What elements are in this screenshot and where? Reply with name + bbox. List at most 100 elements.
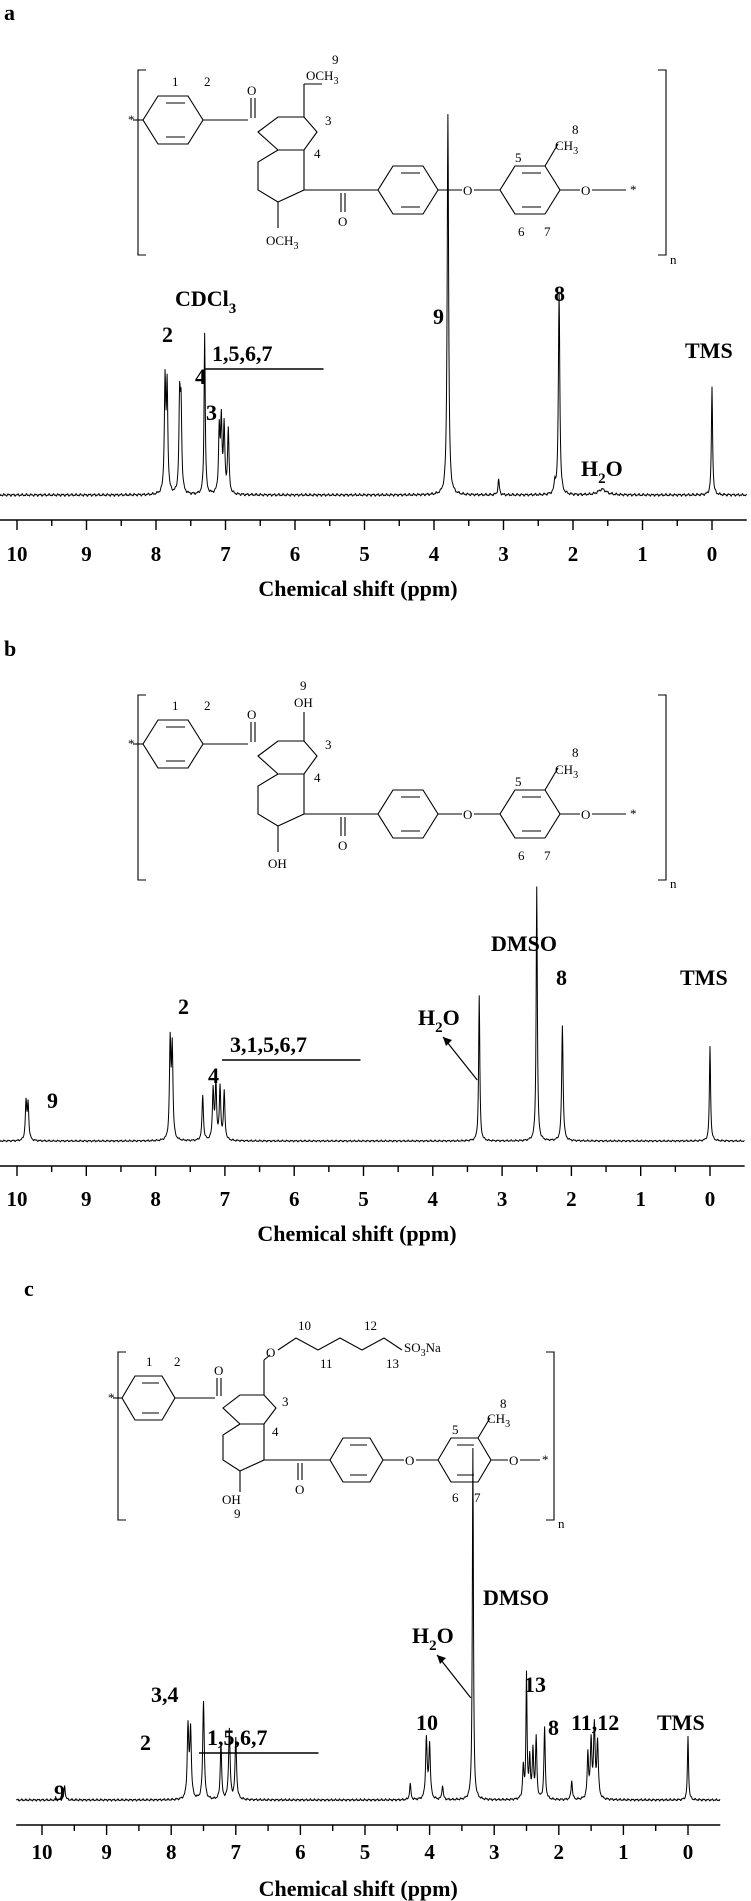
substituent-top: OCH3 xyxy=(306,68,338,87)
tick-label: 6 xyxy=(290,542,301,566)
peak-label: 10 xyxy=(416,1710,438,1735)
methyl: CH3 xyxy=(555,138,578,157)
num-2: 2 xyxy=(174,1354,181,1369)
num-9: 9 xyxy=(234,1506,241,1521)
num-2: 2 xyxy=(204,698,211,713)
peak-label: 1,5,6,7 xyxy=(212,341,273,366)
carbonyl-o-1: O xyxy=(214,1363,223,1378)
peak-label: 3,1,5,6,7 xyxy=(230,1032,307,1057)
repeat-n: n xyxy=(670,252,677,267)
tick-label: 0 xyxy=(707,542,718,566)
x-axis-title: Chemical shift (ppm) xyxy=(259,1876,458,1901)
peak-label: 3,4 xyxy=(151,1682,179,1707)
tick-label: 1 xyxy=(637,542,648,566)
tick-label: 9 xyxy=(81,542,92,566)
num-10: 10 xyxy=(298,1318,311,1333)
tick-label: 10 xyxy=(7,542,28,566)
num-4: 4 xyxy=(272,1424,279,1439)
sulfonate-chain xyxy=(277,1337,403,1351)
peak-label: 1,5,6,7 xyxy=(207,1725,268,1750)
num-9: 9 xyxy=(300,678,307,693)
panel-c: c * n 1 2 O O 10 11 12 13 SO3N xyxy=(16,1276,721,1901)
tick-label: 4 xyxy=(424,1840,435,1864)
repeat-n: n xyxy=(558,1516,565,1531)
star-left: * xyxy=(128,112,135,127)
peak-label: 13 xyxy=(524,1672,546,1697)
tick-label: 2 xyxy=(568,542,579,566)
peak-label: 8 xyxy=(554,281,565,306)
substituent-top: OH xyxy=(294,695,313,710)
end-o: O xyxy=(581,807,590,822)
num-9: 9 xyxy=(332,52,339,67)
tick-label: 8 xyxy=(166,1840,177,1864)
ether-link-o: O xyxy=(266,1345,275,1360)
x-axis-title: Chemical shift (ppm) xyxy=(257,1221,456,1246)
tick-label: 4 xyxy=(428,1187,439,1211)
arrow-head xyxy=(443,1037,452,1046)
tick-label: 5 xyxy=(358,1187,369,1211)
repeat-n: n xyxy=(670,876,677,891)
tick-label: 9 xyxy=(81,1187,92,1211)
tick-label: 2 xyxy=(554,1840,565,1864)
ether-o: O xyxy=(405,1453,414,1468)
water-arrow xyxy=(436,1654,472,1699)
tick-label: 2 xyxy=(566,1187,577,1211)
num-1: 1 xyxy=(146,1354,153,1369)
num-11: 11 xyxy=(320,1356,333,1371)
tick-label: 8 xyxy=(151,542,162,566)
peak-label: 3 xyxy=(206,400,217,425)
carbonyl-o-2: O xyxy=(338,214,347,229)
methyl: CH3 xyxy=(487,1411,510,1430)
peak-label: TMS xyxy=(680,965,728,990)
num-3: 3 xyxy=(325,113,332,128)
tick-label: 7 xyxy=(231,1840,242,1864)
tick-label: 1 xyxy=(618,1840,629,1864)
carbonyl-o-1: O xyxy=(247,83,256,98)
spectrum-trace xyxy=(0,886,745,1143)
num-3: 3 xyxy=(282,1394,289,1409)
num-7: 7 xyxy=(474,1490,481,1505)
panel-b: b * n 1 2 O OH 9 3 4 OH xyxy=(0,636,745,1246)
peak-label: 8 xyxy=(548,1715,559,1740)
tick-label: 0 xyxy=(705,1187,716,1211)
peak-label: TMS xyxy=(657,1710,705,1735)
peak-label: 2 xyxy=(178,994,189,1019)
peak-label: 9 xyxy=(433,304,444,329)
left-bracket xyxy=(117,1351,126,1521)
peak-label: TMS xyxy=(685,338,733,363)
naphthalene-ring-top xyxy=(257,116,318,151)
tick-label: 9 xyxy=(101,1840,112,1864)
tick-label: 6 xyxy=(295,1840,306,1864)
structure-b: * n 1 2 O OH 9 3 4 OH O xyxy=(128,678,677,891)
substituent-bottom: OCH3 xyxy=(266,233,298,252)
naphthalene-ring-bottom xyxy=(222,1423,265,1472)
ether-o: O xyxy=(463,183,472,198)
peak-label: DMSO xyxy=(491,931,557,956)
ether-o: O xyxy=(463,807,472,822)
tick-label: 4 xyxy=(429,542,440,566)
tick-label: 7 xyxy=(220,1187,231,1211)
end-o: O xyxy=(581,183,590,198)
naphthalene-ring-top xyxy=(257,740,318,775)
peak-label: 8 xyxy=(556,965,567,990)
num-1: 1 xyxy=(172,74,179,89)
carbonyl-o-2: O xyxy=(295,1482,304,1497)
peak-label: H2O xyxy=(418,1005,460,1036)
peak-label: 2 xyxy=(140,1730,151,1755)
structure-a: * n 1 2 O OCH3 9 3 4 OCH3 xyxy=(128,52,677,267)
num-4: 4 xyxy=(314,146,321,161)
num-6: 6 xyxy=(452,1490,459,1505)
spectrum-trace xyxy=(0,114,747,498)
water-arrow xyxy=(442,1036,478,1081)
carbonyl-o-1: O xyxy=(247,707,256,722)
num-4: 4 xyxy=(314,770,321,785)
tick-label: 3 xyxy=(498,542,509,566)
tick-label: 3 xyxy=(497,1187,508,1211)
tick-label: 5 xyxy=(359,542,370,566)
left-bracket xyxy=(137,694,146,881)
right-bracket xyxy=(546,1351,555,1521)
num-8: 8 xyxy=(572,122,579,137)
